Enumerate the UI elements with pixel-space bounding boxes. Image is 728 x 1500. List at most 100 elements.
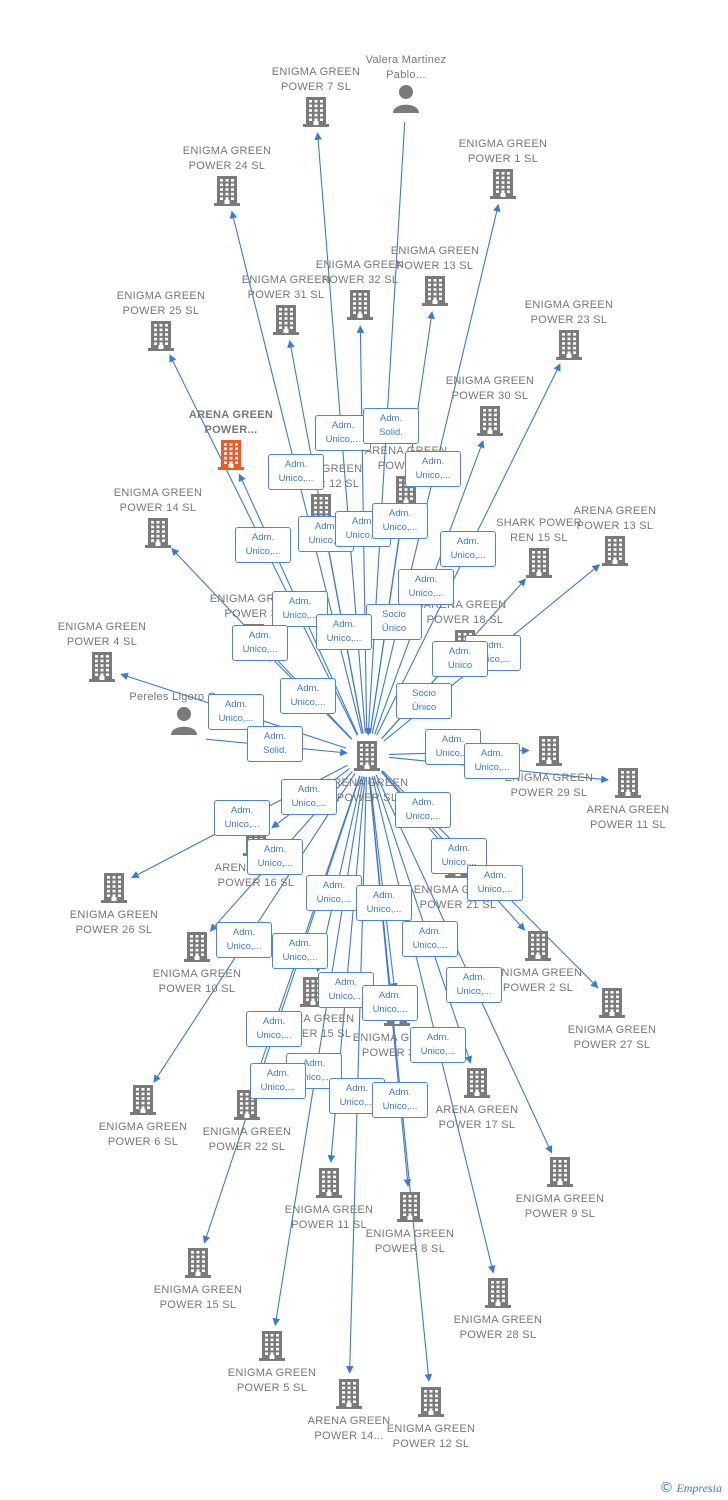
relation-badge[interactable]: Adm.Unico,... [410, 1027, 466, 1063]
node-n22[interactable]: ARENA GREEN POWER 11 SL [573, 766, 683, 833]
building-icon [514, 328, 624, 365]
node-label: ENIGMA GREEN POWER 5 SL [227, 1367, 317, 1394]
node-label: ENIGMA GREEN POWER 4 SL [57, 621, 147, 648]
relation-badge[interactable]: Adm.Unico,... [281, 779, 337, 815]
building-icon [376, 1385, 486, 1422]
node-center[interactable]: ARENA GREEN POWER SL [312, 739, 422, 806]
relation-badge[interactable]: Adm.Unico [432, 641, 488, 677]
relation-badge[interactable]: Adm.Unico,... [272, 591, 328, 627]
node-label: ENIGMA GREEN POWER 26 SL [69, 909, 159, 936]
node-n5[interactable]: ENIGMA GREEN POWER 31 SL [231, 273, 341, 340]
node-label: ARENA GREEN POWER 17 SL [435, 1104, 519, 1131]
node-label: ENIGMA GREEN POWER 28 SL [453, 1314, 543, 1341]
node-n33[interactable]: ARENA GREEN POWER 17 SL [422, 1066, 532, 1133]
building-icon [305, 288, 415, 325]
building-icon [143, 1246, 253, 1283]
node-n9[interactable]: ENIGMA GREEN POWER 23 SL [514, 298, 624, 365]
relation-badge[interactable]: Adm.Unico,... [235, 527, 291, 563]
relation-badge[interactable]: Adm.Unico,... [280, 678, 336, 714]
node-label: ARENA GREEN POWER 14... [307, 1415, 391, 1442]
node-n39[interactable]: ENIGMA GREEN POWER 5 SL [217, 1329, 327, 1396]
building-icon [560, 534, 670, 571]
building-icon [172, 174, 282, 211]
relation-badge[interactable]: Adm.Unico,... [446, 967, 502, 1003]
edge-c-n39 [272, 776, 365, 1327]
building-icon [448, 167, 558, 204]
node-label: ENIGMA GREEN POWER 11 SL [284, 1204, 374, 1231]
building-icon [176, 438, 286, 475]
relation-badge[interactable]: Adm.Unico,... [232, 625, 288, 661]
person-icon [129, 705, 239, 740]
relation-badge[interactable]: Adm.Unico,... [395, 792, 451, 828]
brand-logo: © Empresia [659, 1480, 722, 1496]
relation-badge[interactable]: Adm.Unico,... [216, 922, 272, 958]
node-n10[interactable]: ENIGMA GREEN POWER 30 SL [435, 374, 545, 441]
node-n41[interactable]: ENIGMA GREEN POWER 12 SL [376, 1385, 486, 1452]
relation-badge[interactable]: Adm.Unico,... [208, 694, 264, 730]
node-n1[interactable]: ENIGMA GREEN POWER 7 SL [261, 65, 371, 132]
node-n21[interactable]: ENIGMA GREEN POWER 29 SL [494, 734, 604, 801]
building-icon [142, 930, 252, 967]
relation-badge[interactable]: Adm.Unico,... [356, 885, 412, 921]
node-n14[interactable]: ENIGMA GREEN POWER 14 SL [103, 486, 213, 553]
node-label: ENIGMA GREEN POWER 27 SL [567, 1024, 657, 1051]
relation-badge[interactable]: Adm.Unico,... [247, 839, 303, 875]
node-n15[interactable]: SHARK POWER REN 15 SL [484, 516, 594, 583]
relation-badge[interactable]: Adm.Solid. [363, 408, 419, 444]
building-icon [217, 1329, 327, 1366]
node-n16[interactable]: ARENA GREEN POWER 13 SL [560, 504, 670, 571]
node-label: ENIGMA GREEN POWER 7 SL [271, 66, 361, 93]
relation-badge[interactable]: Adm.Unico,... [467, 865, 523, 901]
node-n34[interactable]: ENIGMA GREEN POWER 11 SL [274, 1166, 384, 1233]
building-icon [573, 766, 683, 803]
brand-name: Empresia [676, 1481, 722, 1495]
node-n8[interactable]: ENIGMA GREEN POWER 25 SL [106, 289, 216, 356]
copyright-icon: © [659, 1480, 674, 1496]
node-n19[interactable]: ENIGMA GREEN POWER 4 SL [47, 620, 157, 687]
node-n11[interactable]: ARENA GREEN POWER... [176, 408, 286, 475]
node-n37[interactable]: ENIGMA GREEN POWER 15 SL [143, 1246, 253, 1313]
relation-badge[interactable]: Adm.Unico,... [362, 985, 418, 1021]
node-n3[interactable]: ENIGMA GREEN POWER 24 SL [172, 144, 282, 211]
building-icon [106, 319, 216, 356]
node-n6[interactable]: ENIGMA GREEN POWER 32 SL [305, 258, 415, 325]
node-n23[interactable]: ENIGMA GREEN POWER 26 SL [59, 871, 169, 938]
node-n38[interactable]: ENIGMA GREEN POWER 28 SL [443, 1276, 553, 1343]
relation-badge[interactable]: Adm.Unico,... [402, 921, 458, 957]
node-n27[interactable]: ENIGMA GREEN POWER 2 SL [483, 929, 593, 996]
relation-badge[interactable]: Adm.Unico,... [246, 1011, 302, 1047]
node-n28[interactable]: ENIGMA GREEN POWER 27 SL [557, 986, 667, 1053]
node-n31[interactable]: ENIGMA GREEN POWER 6 SL [88, 1083, 198, 1150]
node-n40[interactable]: ARENA GREEN POWER 14... [294, 1377, 404, 1444]
relation-badge[interactable]: Adm.Unico,... [214, 800, 270, 836]
relation-badge[interactable]: Adm.Unico,... [306, 875, 362, 911]
node-label: ENIGMA GREEN POWER 22 SL [202, 1126, 292, 1153]
relation-badge[interactable]: Adm.Unico,... [398, 569, 454, 605]
node-n35[interactable]: ENIGMA GREEN POWER 8 SL [355, 1190, 465, 1257]
relation-badge[interactable]: Adm.Unico,... [372, 503, 428, 539]
relation-badge[interactable]: Adm.Unico,... [372, 1082, 428, 1118]
building-icon [88, 1083, 198, 1120]
relation-badge[interactable]: Adm.Unico,... [440, 531, 496, 567]
relation-badge[interactable]: Adm.Unico,... [250, 1063, 306, 1099]
node-n36[interactable]: ENIGMA GREEN POWER 9 SL [505, 1155, 615, 1222]
node-n7[interactable]: ENIGMA GREEN POWER 13 SL [380, 244, 490, 311]
relation-badge[interactable]: Adm.Unico,... [268, 454, 324, 490]
relation-badge[interactable]: Adm.Unico,... [405, 451, 461, 487]
edge-c-n30 [369, 776, 398, 991]
edge-c-n33 [373, 775, 473, 1064]
building-icon [557, 986, 667, 1023]
relation-badge[interactable]: Adm.Unico,... [272, 933, 328, 969]
node-n26[interactable]: ENIGMA GREEN POWER 10 SL [142, 930, 252, 997]
relation-badge[interactable]: Adm.Unico,... [464, 743, 520, 779]
building-icon [483, 929, 593, 966]
relation-badge[interactable]: Adm.Unico,... [335, 511, 391, 547]
relation-badge[interactable]: Adm.Unico,... [316, 614, 372, 650]
node-label: SHARK POWER REN 15 SL [496, 517, 582, 544]
node-n4[interactable]: ENIGMA GREEN POWER 1 SL [448, 137, 558, 204]
relation-badge[interactable]: Adm.Solid. [247, 726, 303, 762]
node-n2[interactable]: Valera Martinez Pablo... [351, 53, 461, 118]
node-label: ENIGMA GREEN POWER 9 SL [515, 1193, 605, 1220]
